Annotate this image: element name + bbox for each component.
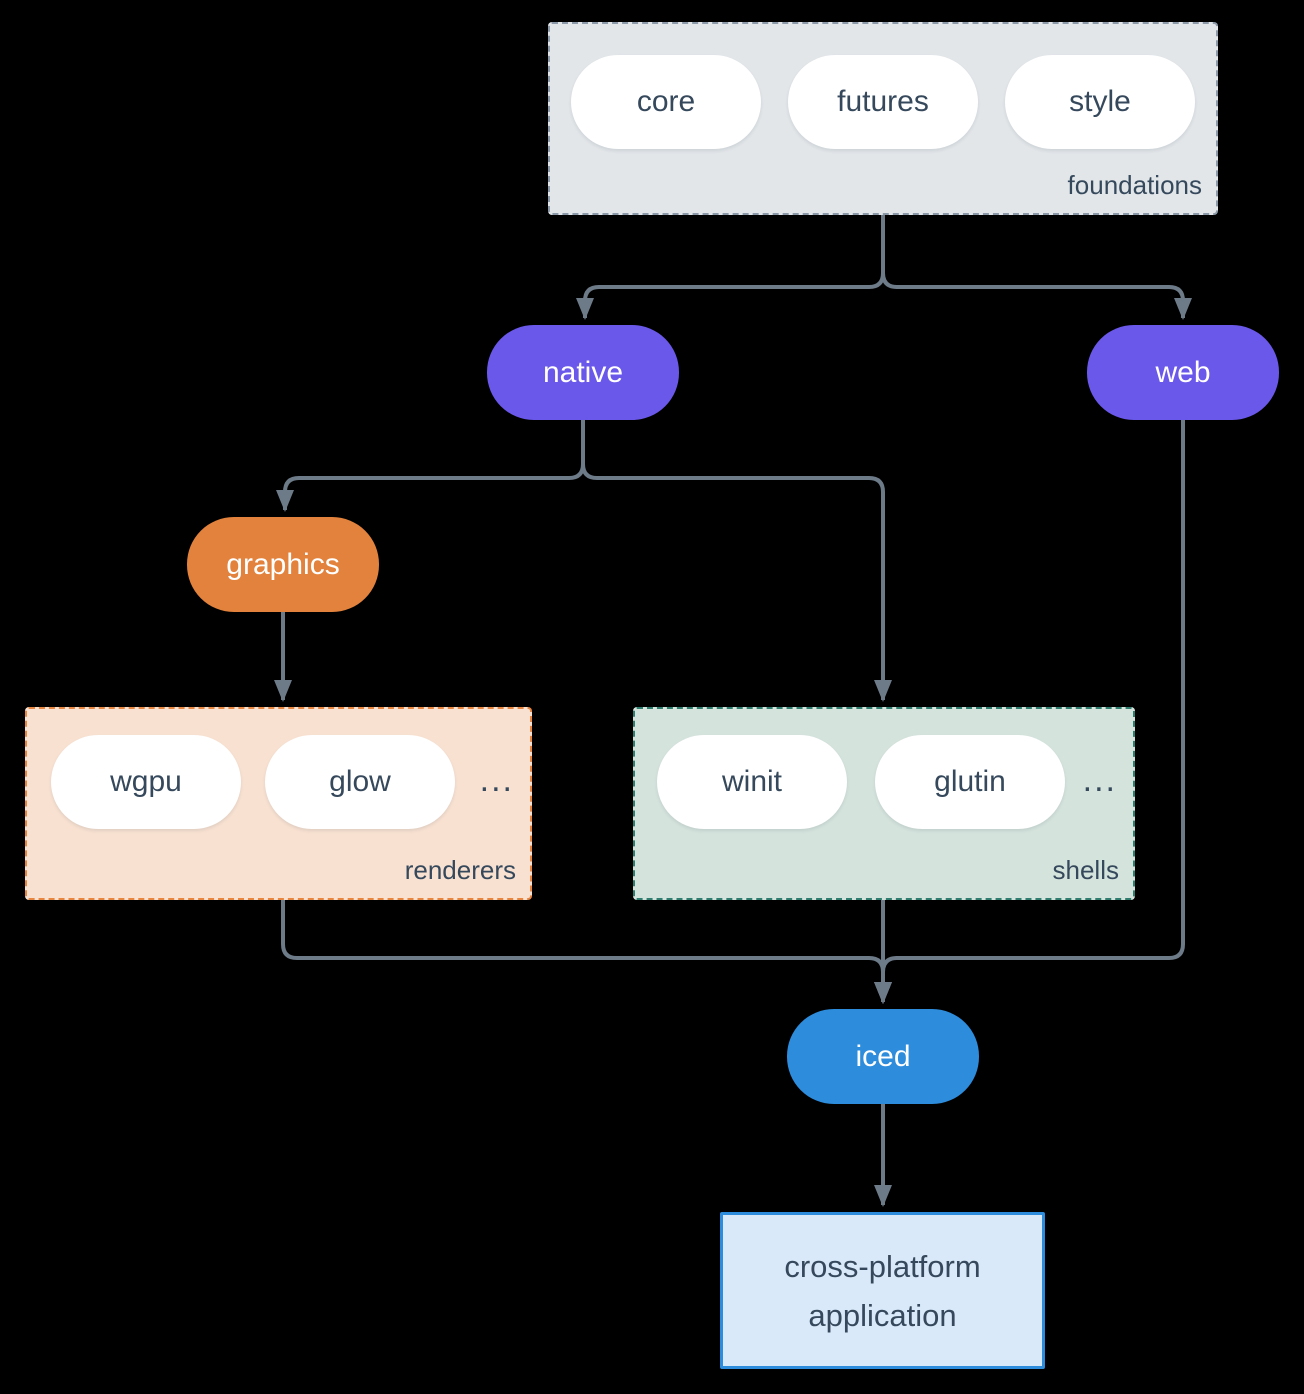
node-futures: futures	[788, 55, 978, 149]
edge-native-graphics	[276, 420, 585, 512]
shells-group-label: shells	[1052, 855, 1119, 885]
application-label-line1: cross-platform	[784, 1248, 981, 1284]
node-native: native	[487, 325, 679, 420]
node-graphics: graphics	[187, 517, 379, 612]
edge-foundations-native	[576, 215, 885, 320]
foundations-group-label: foundations	[1067, 170, 1202, 200]
application-label-line2: application	[808, 1297, 957, 1333]
foundations-group: core futures style foundations	[548, 22, 1218, 215]
node-core: core	[571, 55, 761, 149]
node-glutin: glutin	[875, 735, 1065, 829]
node-style: style	[1005, 55, 1195, 149]
edge-foundations-web	[881, 215, 1192, 320]
edge-native-shells	[581, 420, 892, 702]
node-iced: iced	[787, 1009, 979, 1104]
shells-ellipsis: ...	[1082, 761, 1117, 799]
edge-renderers-iced	[281, 900, 892, 1004]
node-web: web	[1087, 325, 1279, 420]
shells-group: winit glutin ... shells	[633, 707, 1135, 900]
node-wgpu: wgpu	[51, 735, 241, 829]
node-glow: glow	[265, 735, 455, 829]
renderers-ellipsis: ...	[479, 761, 514, 799]
renderers-group-label: renderers	[404, 855, 516, 885]
node-winit: winit	[657, 735, 847, 829]
renderers-group: wgpu glow ... renderers	[25, 707, 532, 900]
node-cross-platform-application: cross-platform application	[720, 1212, 1045, 1369]
